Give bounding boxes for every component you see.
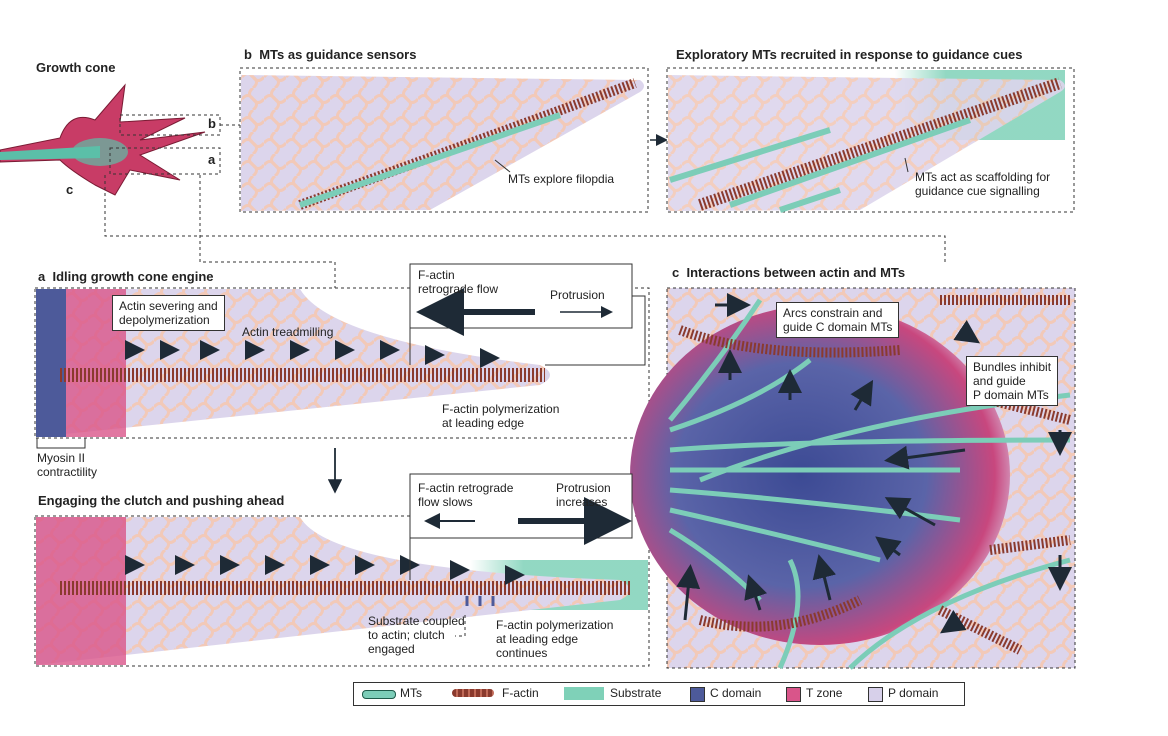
legend-tzone: T zone <box>806 686 843 700</box>
retro-flow-label: F-actin retrograde flow <box>418 268 499 296</box>
treadmill-arrows <box>125 340 525 585</box>
growth-cone-title: Growth cone <box>36 60 116 75</box>
panel-b-title-text: MTs as guidance sensors <box>259 47 417 62</box>
bundles-label: Bundles inhibit and guide P domain MTs <box>966 356 1059 406</box>
retro-slows-label: F-actin retrograde flow slows <box>418 481 514 509</box>
panel-c-title-text: Interactions between actin and MTs <box>686 265 906 280</box>
arcs-label: Arcs constrain and guide C domain MTs <box>776 302 900 338</box>
substrate-swatch-icon <box>564 687 604 700</box>
panel-b2-title: Exploratory MTs recruited in response to… <box>676 47 1023 62</box>
fa-polymerization-continues-label: F-actin polymerization at leading edge c… <box>496 618 614 660</box>
actin-treadmilling-label: Actin treadmilling <box>242 325 334 339</box>
mt-swatch-icon <box>362 690 396 699</box>
protrusion-increases-label: Protrusion increases <box>556 481 611 509</box>
panel-b2 <box>666 67 1075 213</box>
panel-a-title-text: Idling growth cone engine <box>52 269 214 284</box>
legend-pdomain: P domain <box>888 686 939 700</box>
panel-b-title: b MTs as guidance sensors <box>244 48 416 62</box>
tzone-swatch-icon <box>786 687 801 702</box>
myosin-label: Myosin II contractility <box>37 451 98 479</box>
legend-cdomain: C domain <box>710 686 762 700</box>
substrate-coupled-label: Substrate coupled to actin; clutch engag… <box>368 614 465 656</box>
panel-c-title: c Interactions between actin and MTs <box>672 266 905 280</box>
legend-mts: MTs <box>400 686 422 700</box>
legend-factin: F-actin <box>502 686 539 700</box>
panel-b <box>239 67 649 213</box>
callout-c-letter: c <box>66 182 74 197</box>
panel-c-letter: c <box>672 265 680 280</box>
callout-a-box <box>109 147 221 175</box>
protrusion-label: Protrusion <box>550 288 605 302</box>
panel-a2-title: Engaging the clutch and pushing ahead <box>38 493 285 508</box>
panel-a-letter: a <box>38 269 46 284</box>
growth-cone-icon <box>0 83 206 196</box>
legend: MTs F-actin Substrate C domain T zone P … <box>353 682 965 706</box>
mts-explore-label: MTs explore filopdia <box>508 172 615 186</box>
legend-substrate: Substrate <box>610 686 662 700</box>
fa-polymerization-label: F-actin polymerization at leading edge <box>442 402 560 430</box>
factin-swatch-icon <box>452 689 494 697</box>
callout-a-letter: a <box>208 152 216 167</box>
callout-b-letter: b <box>208 116 216 131</box>
mts-scaffold-label: MTs act as scaffolding for guidance cue … <box>915 170 1051 198</box>
cdomain-swatch-icon <box>690 687 705 702</box>
actin-severing-label: Actin severing and depolymerization <box>112 295 225 331</box>
pdomain-swatch-icon <box>868 687 883 702</box>
panel-a2 <box>34 515 650 667</box>
panel-a-title: a Idling growth cone engine <box>38 270 214 284</box>
panel-c <box>630 287 1076 670</box>
panel-b-letter: b <box>244 47 252 62</box>
